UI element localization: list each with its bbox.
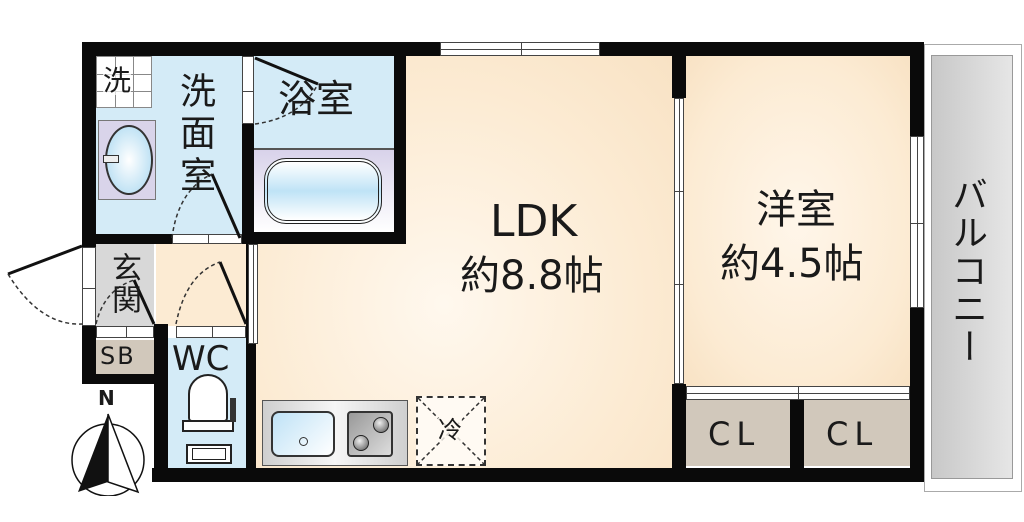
ldk-window	[440, 42, 600, 56]
wall-left-lower	[82, 326, 96, 384]
wall-closet-divider	[790, 400, 804, 482]
bath-door-frame	[242, 56, 254, 124]
north-arrow-icon	[71, 413, 145, 496]
bathroom-label: 浴室	[278, 77, 355, 121]
bathroom-divider-line	[254, 148, 394, 150]
western-balcony-window[interactable]	[910, 136, 924, 308]
ldk-western-sliding-door[interactable]	[674, 98, 684, 384]
wall-bottom	[152, 468, 922, 482]
compass-north-label: N	[98, 386, 115, 410]
ldk-name: LDK	[490, 196, 578, 247]
fridge-label: 冷	[438, 416, 462, 444]
western-room-name: 洋室	[756, 187, 836, 233]
wall-wc-right	[246, 244, 256, 482]
stove	[347, 411, 393, 457]
shoe-box-label: SB	[100, 342, 136, 370]
hallway	[156, 244, 246, 326]
wall-wc-left	[154, 326, 168, 482]
washer-pan: 洗	[96, 56, 152, 108]
wall-hall-bottom	[154, 324, 168, 338]
wall-ldk-western-lower	[672, 384, 686, 482]
toilet	[176, 372, 240, 466]
wall-ldk-western	[672, 42, 686, 98]
compass: N	[64, 386, 154, 498]
wall-wash-bath	[242, 124, 254, 244]
hall-ldk-sliding-door[interactable]	[248, 244, 258, 344]
bathtub	[264, 158, 382, 224]
bathtub-area	[254, 150, 394, 232]
western-room	[684, 56, 910, 386]
kitchen-sink	[271, 411, 335, 457]
wash-hall-doorframe	[172, 234, 242, 244]
wall-right-upper	[910, 42, 924, 138]
closet-sliding-doors[interactable]	[686, 386, 910, 400]
shoe-box	[96, 340, 154, 374]
wall-bath-bottom	[242, 232, 406, 244]
wc-doorframe	[176, 326, 246, 338]
wall-bath-right	[394, 42, 406, 244]
wash-basin	[98, 120, 156, 200]
washer-label: 洗	[103, 64, 132, 97]
balcony-label: バルコニー	[946, 176, 987, 366]
western-room-size: 約4.5帖	[720, 241, 864, 287]
toilet-label: WC	[172, 339, 230, 379]
washroom-label: 洗面室	[174, 72, 215, 198]
closet-2-label: CL	[826, 415, 879, 453]
entrance-label: 玄関	[106, 252, 141, 316]
balcony	[924, 44, 1022, 492]
wall-sb-bottom	[82, 374, 168, 384]
kitchen-counter	[262, 400, 408, 466]
closet-2	[804, 400, 910, 466]
wall-left-upper	[82, 42, 96, 247]
entrance-sb-frame	[96, 326, 154, 338]
closet-1	[686, 400, 790, 466]
entrance-door-frame	[82, 247, 96, 326]
closet-1-label: CL	[708, 415, 761, 453]
ldk-size: 約8.8帖	[460, 253, 604, 299]
fridge-space: 冷	[416, 396, 486, 466]
wall-wash-bottom	[82, 234, 172, 244]
